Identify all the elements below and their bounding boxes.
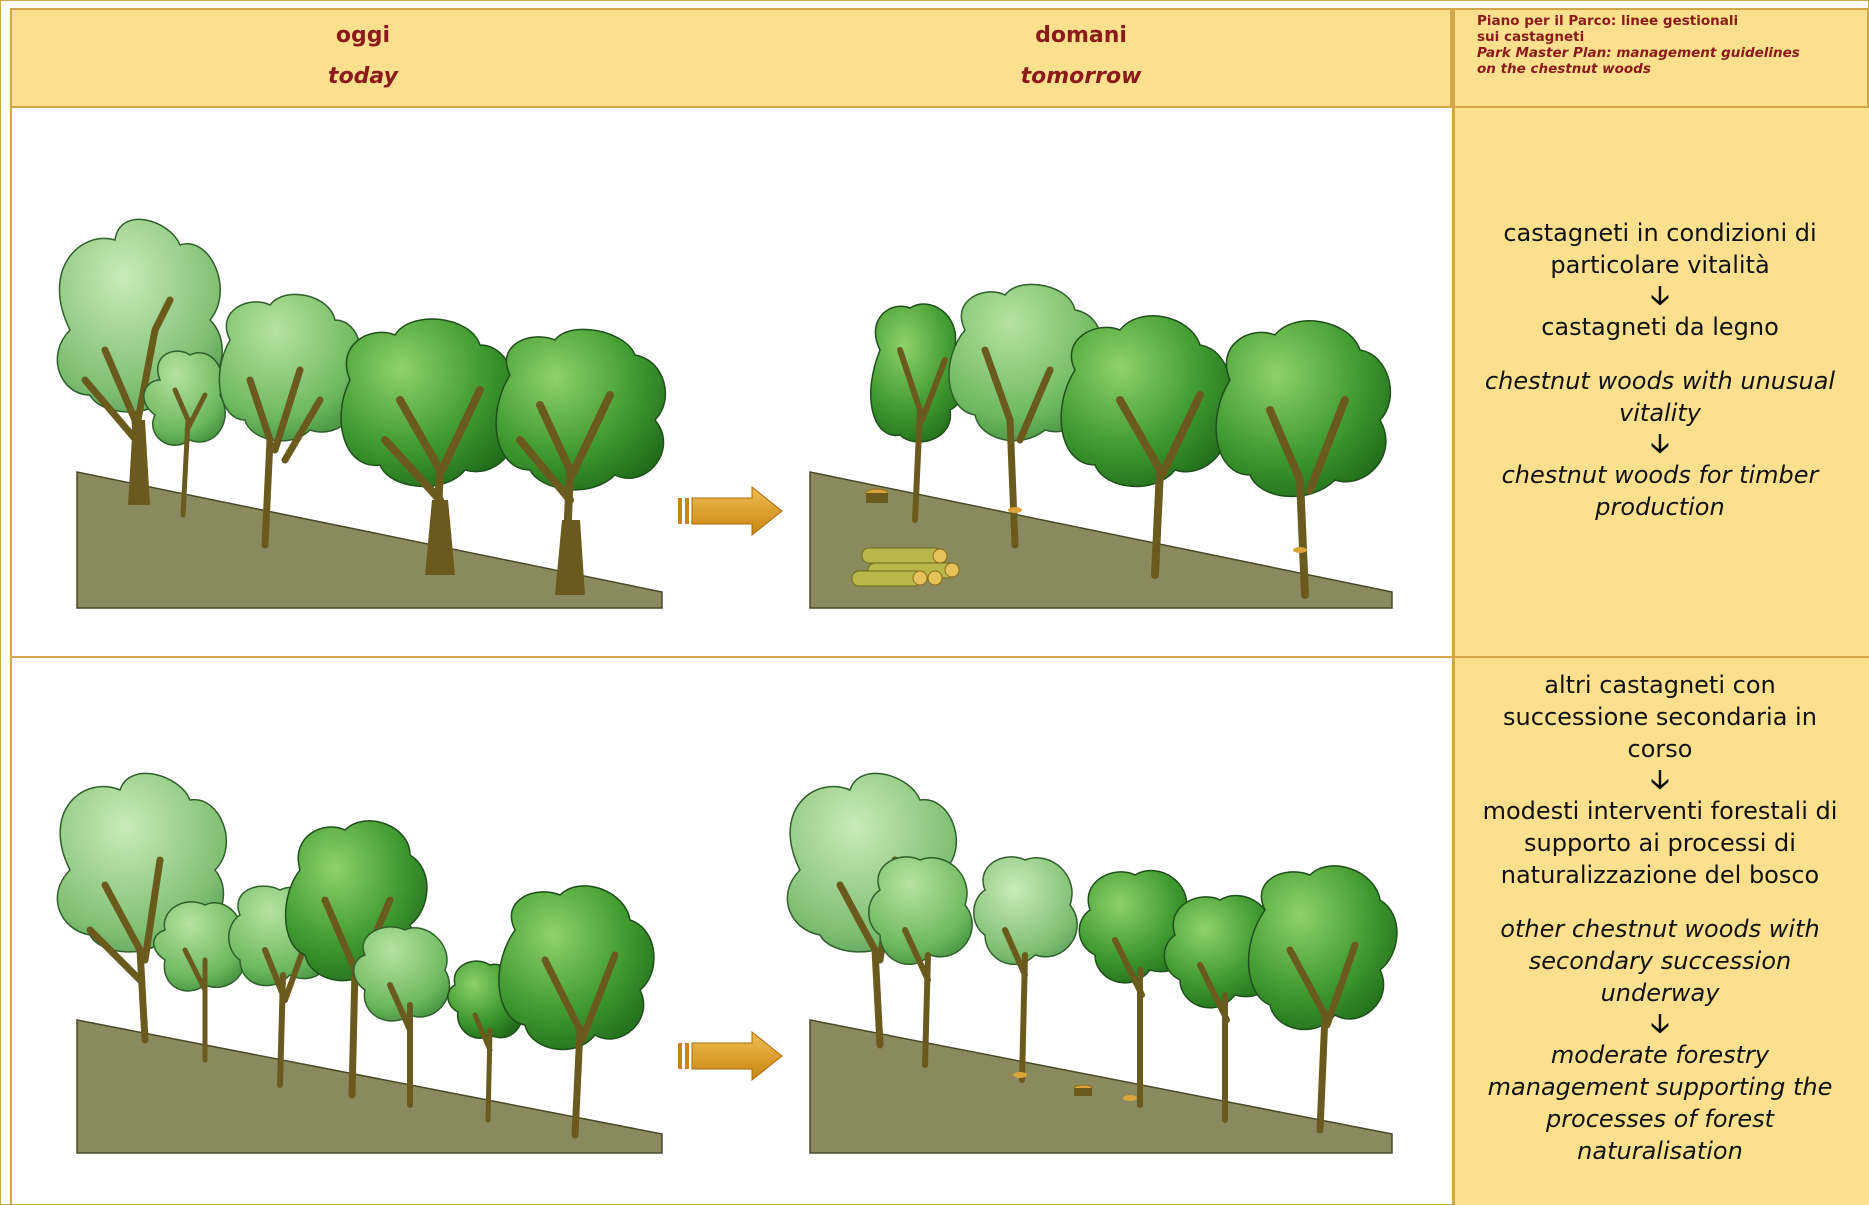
row1-en-2: vitality bbox=[1619, 399, 1701, 427]
row2-it-4: modesti interventi forestali di bbox=[1482, 797, 1838, 825]
down-arrow-icon: 🡣 bbox=[1650, 765, 1670, 795]
row1-en-4: production bbox=[1595, 493, 1725, 521]
row1-en-1: chestnut woods with unusual bbox=[1484, 367, 1836, 395]
row2-it-3: corso bbox=[1627, 735, 1693, 763]
transition-arrow-icon bbox=[678, 485, 783, 537]
row-1-text: castagneti in condizioni di particolare … bbox=[1455, 217, 1865, 523]
row2-en-5: management supporting the bbox=[1487, 1073, 1833, 1101]
row2-en-2: secondary succession bbox=[1528, 947, 1792, 975]
tomorrow-en: tomorrow bbox=[1020, 64, 1142, 89]
row2-en-7: naturalisation bbox=[1577, 1137, 1743, 1165]
row-1-description bbox=[1452, 108, 1869, 658]
column-title-tomorrow: domani tomorrow bbox=[931, 15, 1231, 97]
row2-en-1: other chestnut woods with bbox=[1500, 915, 1820, 943]
today-it: oggi bbox=[335, 23, 391, 48]
row2-en-6: processes of forest bbox=[1545, 1105, 1775, 1133]
row1-en-3: chestnut woods for timber bbox=[1501, 461, 1819, 489]
row2-en-4: moderate forestry bbox=[1550, 1041, 1770, 1069]
transition-arrow-icon bbox=[678, 1030, 783, 1082]
plan-title: Piano per il Parco: linee gestionali sui… bbox=[1477, 13, 1867, 77]
row-2-text: altri castagneti con successione seconda… bbox=[1455, 669, 1865, 1167]
row-2-description bbox=[1452, 658, 1869, 1205]
scene-row2-tomorrow bbox=[786, 772, 1398, 1154]
column-title-today: oggi today bbox=[213, 15, 513, 97]
row1-it-1: castagneti in condizioni di bbox=[1503, 219, 1817, 247]
header-left bbox=[10, 8, 1452, 108]
plan-en-line-1: Park Master Plan: management guidelines bbox=[1477, 45, 1800, 61]
row2-it-1: altri castagneti con bbox=[1544, 671, 1776, 699]
tomorrow-it: domani bbox=[1035, 23, 1127, 48]
plan-it-line-2: sui castagneti bbox=[1477, 29, 1585, 45]
down-arrow-icon: 🡣 bbox=[1650, 1009, 1670, 1039]
today-en: today bbox=[328, 64, 398, 89]
scene-row2-today bbox=[56, 772, 663, 1154]
plan-it-line-1: Piano per il Parco: linee gestionali bbox=[1477, 13, 1739, 29]
row2-it-5: supporto ai processi di bbox=[1524, 829, 1796, 857]
row1-it-2: particolare vitalità bbox=[1550, 251, 1770, 279]
scene-row1-today bbox=[56, 218, 666, 609]
row-2-scenes bbox=[10, 658, 1452, 1205]
header-side bbox=[1452, 8, 1869, 108]
down-arrow-icon: 🡣 bbox=[1650, 281, 1670, 311]
row2-it-2: successione secondaria in bbox=[1503, 703, 1817, 731]
plan-en-line-2: on the chestnut woods bbox=[1477, 61, 1651, 77]
down-arrow-icon: 🡣 bbox=[1650, 429, 1670, 459]
row2-it-6: naturalizzazione del bosco bbox=[1500, 861, 1820, 889]
log-pile-icon bbox=[851, 547, 960, 587]
row1-it-3: castagneti da legno bbox=[1541, 313, 1779, 341]
scene-row1-tomorrow bbox=[809, 283, 1393, 609]
row-1-scenes bbox=[10, 108, 1452, 658]
row2-en-3: underway bbox=[1600, 979, 1720, 1007]
